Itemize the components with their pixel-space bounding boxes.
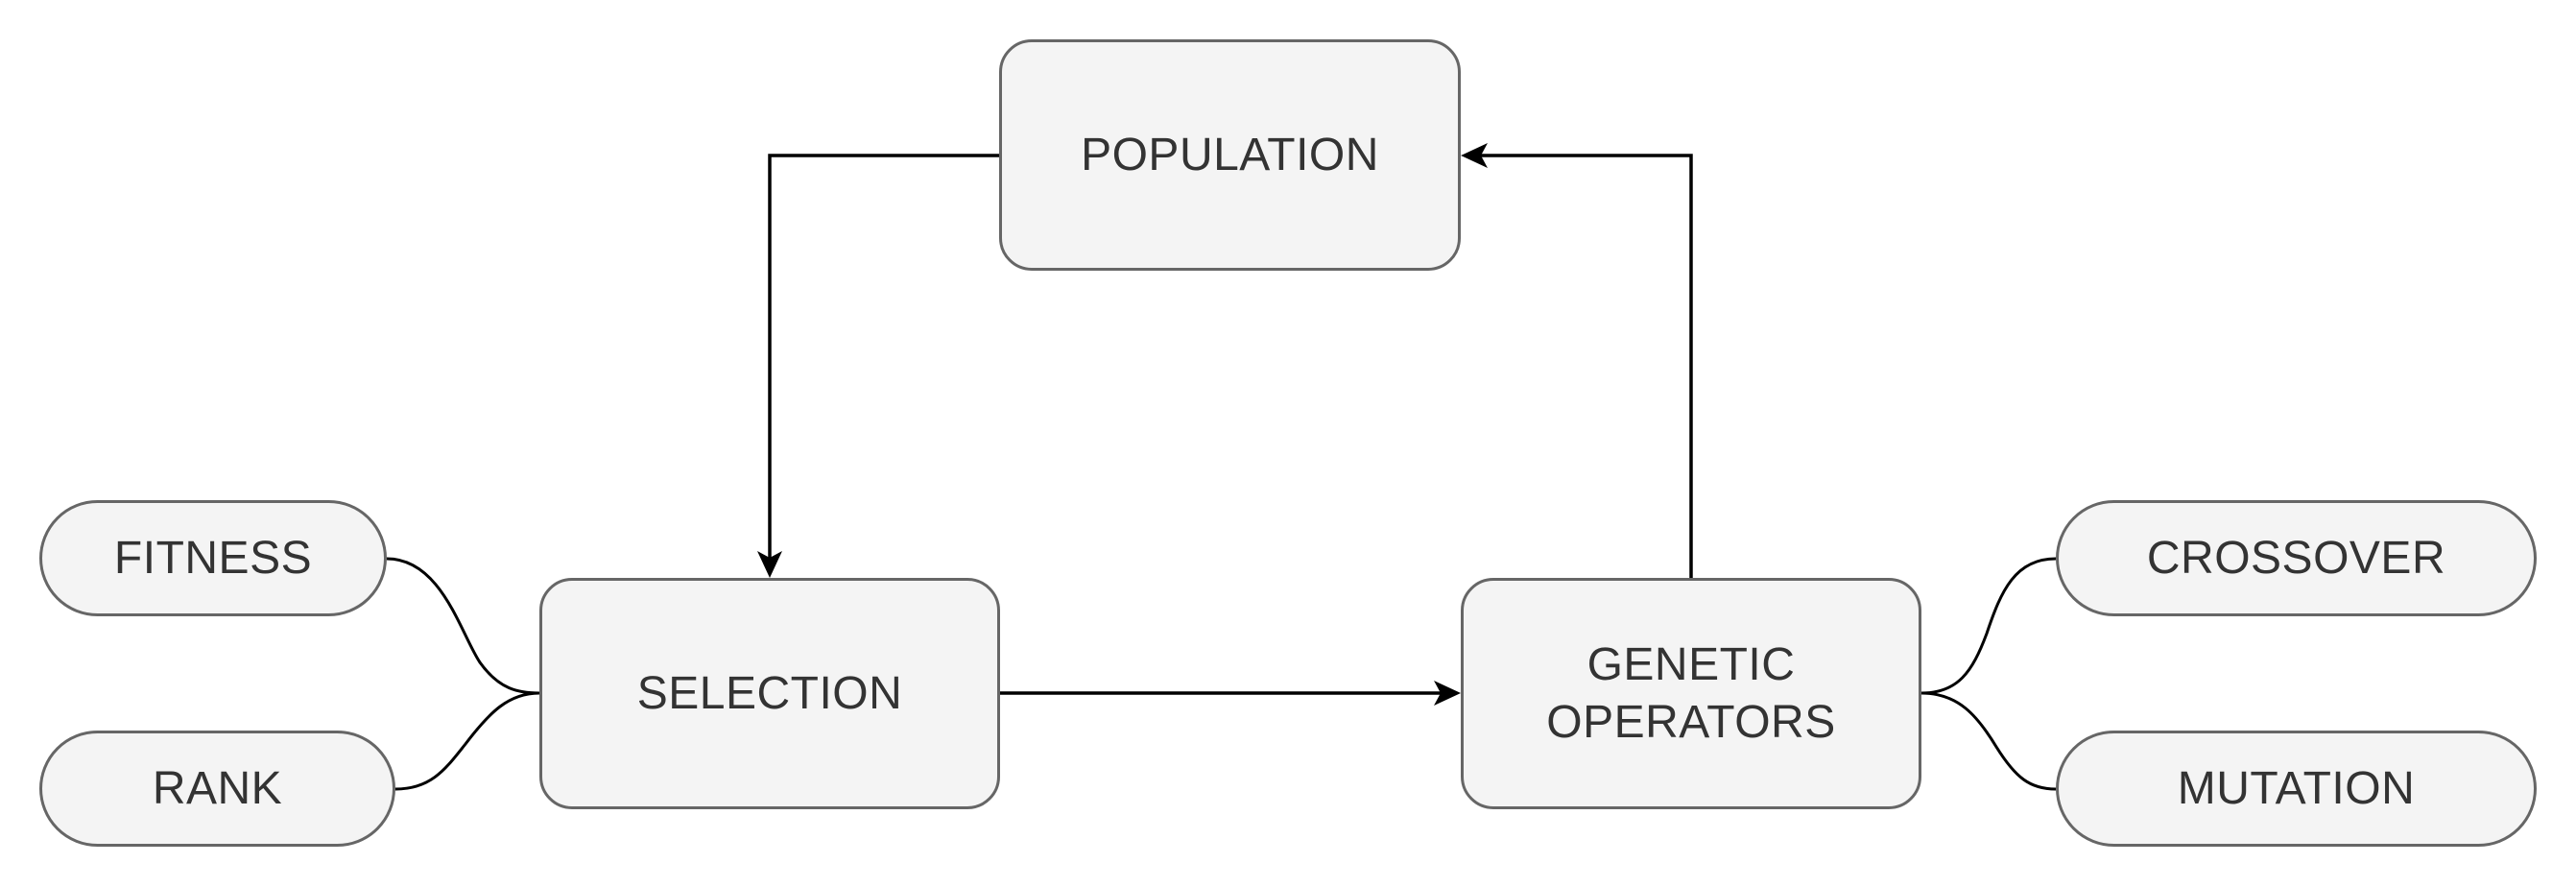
edge-genetic-operators-to-crossover	[1920, 557, 2057, 695]
edge-fitness-to-selection	[386, 557, 540, 695]
edge-population-to-selection	[768, 154, 999, 563]
node-selection: SELECTION	[539, 578, 1000, 809]
edge-genetic-operators-to-mutation	[1920, 691, 2057, 791]
node-genetic-operators: GENETIC OPERATORS	[1461, 578, 1921, 809]
node-crossover: CROSSOVER	[2056, 500, 2537, 616]
node-rank: RANK	[39, 731, 395, 847]
arrowhead-selection-icon	[757, 551, 782, 578]
node-mutation: MUTATION	[2056, 731, 2537, 847]
arrowhead-genetic-operators-icon	[1434, 681, 1461, 706]
node-fitness: FITNESS	[39, 500, 387, 616]
edge-genetic-operators-to-population	[1474, 154, 1693, 578]
arrowhead-population-icon	[1461, 143, 1488, 168]
node-population: POPULATION	[999, 39, 1461, 271]
edge-rank-to-selection	[394, 691, 540, 791]
